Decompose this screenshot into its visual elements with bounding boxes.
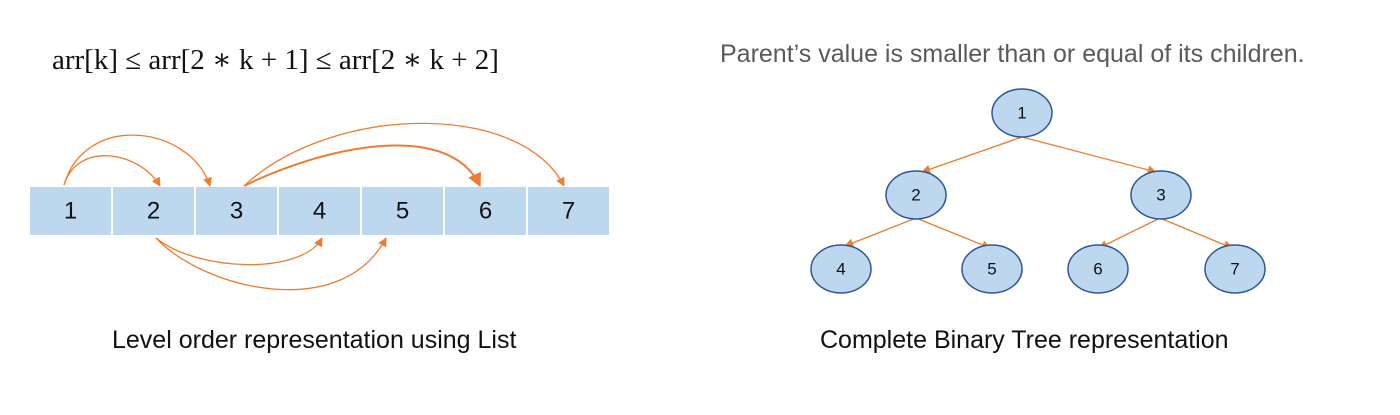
arrow-2-to-5 — [155, 237, 387, 291]
level-order-list: 1 2 3 4 5 6 7 — [30, 187, 609, 235]
list-cell-7-value: 7 — [562, 197, 575, 224]
edge-1-to-3 — [1021, 136, 1157, 175]
tree-node-2-value: 2 — [911, 185, 920, 204]
tree-node-6 — [1067, 244, 1129, 294]
tree-node-7-value: 7 — [1230, 259, 1239, 278]
tree-node-2 — [885, 170, 947, 220]
list-cell-1 — [30, 187, 111, 235]
list-cell-4 — [279, 187, 360, 235]
heap-property-caption: Parent’s value is smaller than or equal … — [720, 40, 1305, 68]
edge-3-to-7 — [1159, 217, 1233, 250]
tree-node-1 — [991, 88, 1053, 138]
tree-node-3-value: 3 — [1156, 185, 1165, 204]
tree-node-1-value: 1 — [1017, 103, 1026, 122]
tree-node-7 — [1204, 244, 1266, 294]
list-cell-6-value: 6 — [479, 197, 492, 224]
arrow-1-to-3 — [63, 134, 212, 187]
tree-node-6-value: 6 — [1093, 259, 1102, 278]
list-cell-6 — [445, 187, 526, 235]
edge-2-to-4 — [844, 217, 917, 248]
edge-2-to-5 — [915, 217, 991, 250]
list-cell-1-value: 1 — [64, 197, 77, 224]
list-cell-3 — [196, 187, 277, 235]
tree-node-5 — [961, 244, 1023, 294]
list-cell-5-value: 5 — [396, 197, 409, 224]
list-cell-4-value: 4 — [313, 197, 326, 224]
heap-property-formula: arr[k] ≤ arr[2 ∗ k + 1] ≤ arr[2 ∗ k + 2] — [52, 44, 499, 76]
list-cell-2 — [113, 187, 194, 235]
arrow-1-to-2 — [63, 155, 161, 187]
arrow-3-to-6 — [243, 144, 481, 188]
tree-node-4-value: 4 — [836, 259, 845, 278]
arrow-3-to-7 — [243, 122, 565, 187]
edge-3-to-6 — [1098, 217, 1161, 249]
list-caption: Level order representation using List — [112, 326, 517, 354]
edge-1-to-2 — [921, 136, 1023, 174]
binary-tree: 1 2 3 4 5 6 7 — [810, 88, 1266, 294]
list-cell-3-value: 3 — [230, 197, 243, 224]
tree-caption: Complete Binary Tree representation — [820, 326, 1229, 354]
list-cell-5 — [362, 187, 443, 235]
tree-node-5-value: 5 — [987, 259, 996, 278]
arrow-2-to-4 — [155, 237, 323, 266]
list-cell-7 — [528, 187, 609, 235]
list-arrows — [63, 122, 565, 291]
list-cell-2-value: 2 — [147, 197, 160, 224]
tree-node-3 — [1130, 170, 1192, 220]
tree-node-4 — [810, 244, 872, 294]
tree-edges — [844, 136, 1233, 250]
